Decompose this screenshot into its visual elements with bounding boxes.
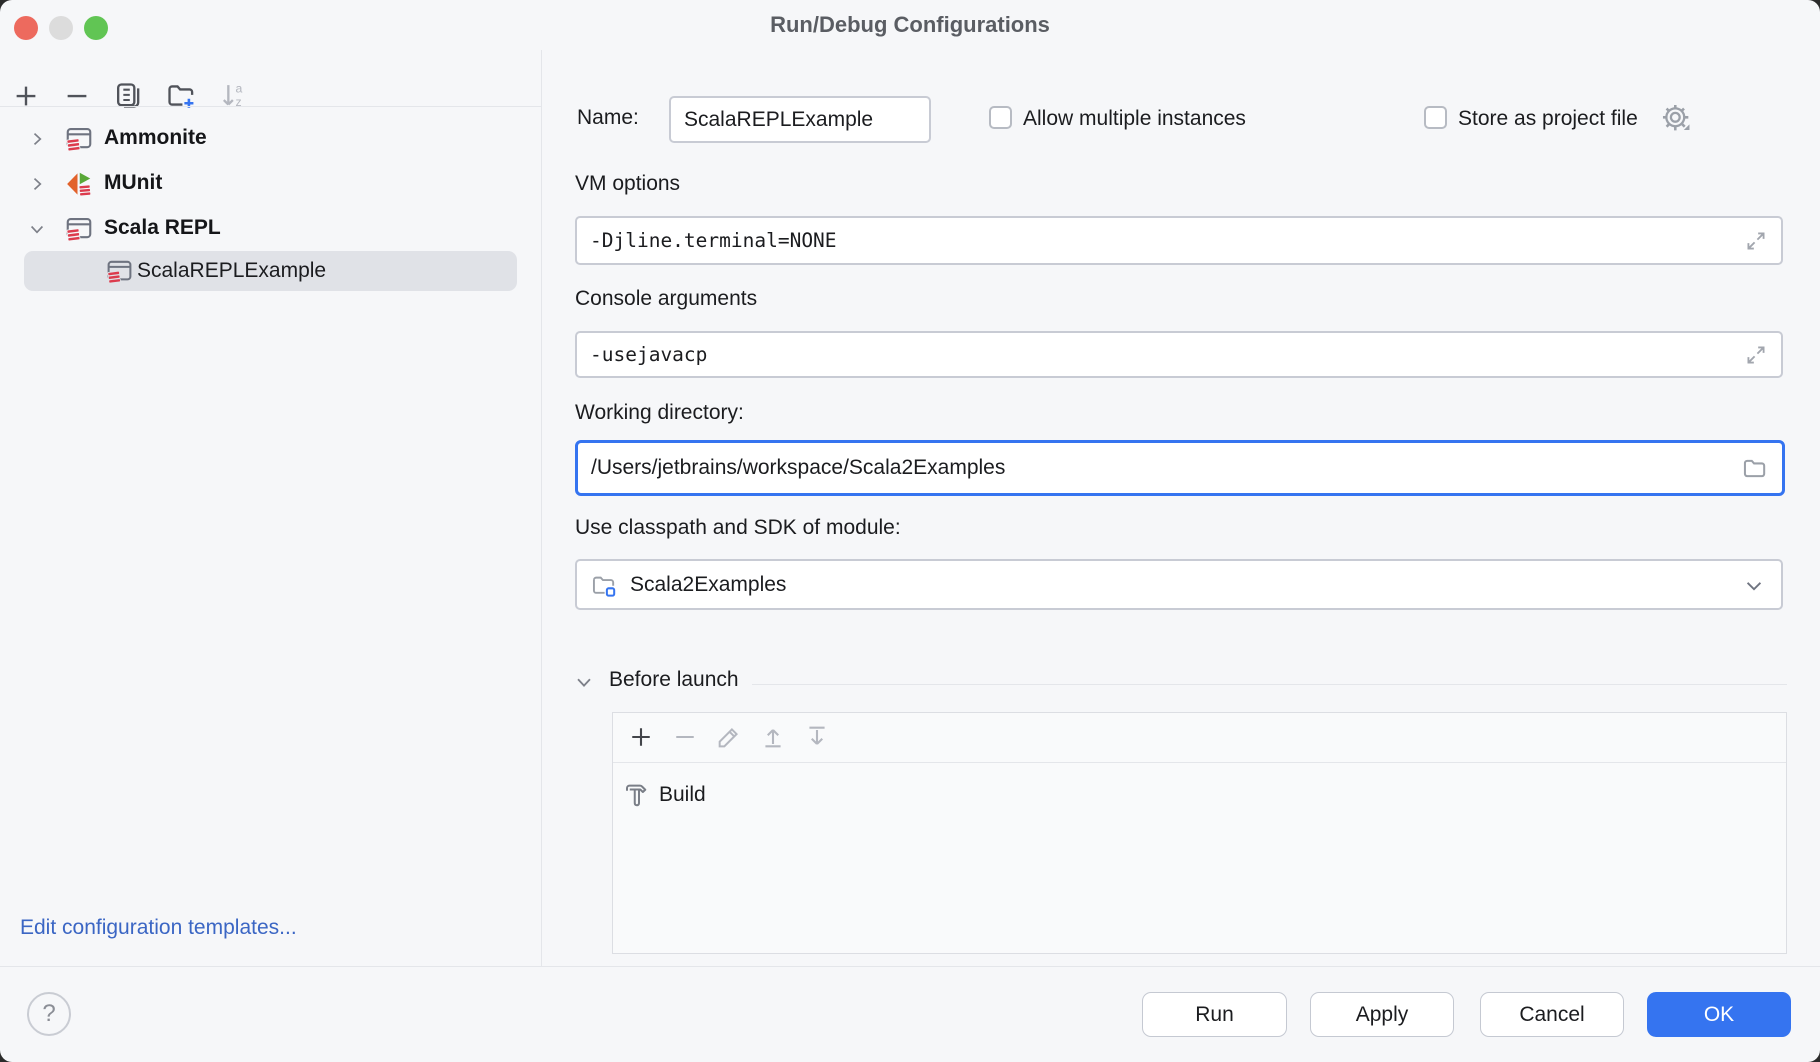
chevron-right-icon [33,177,42,191]
close-button[interactable] [14,16,38,40]
name-field[interactable] [669,96,931,143]
expand-field-icon[interactable] [1743,342,1769,368]
dialog-title: Run/Debug Configurations [770,12,1050,37]
move-down-icon [809,726,825,745]
chevron-down-icon [577,678,591,688]
hammer-icon [626,784,647,807]
scala-repl-icon [107,260,132,284]
allow-multiple-instances-label[interactable]: Allow multiple instances [1023,107,1246,130]
scala-repl-icon [66,127,92,152]
before-launch-add-button[interactable] [627,723,655,751]
run-button[interactable]: Run [1142,992,1287,1037]
sort-configurations-button[interactable]: a z [218,80,249,111]
help-question-icon: ? [42,1000,56,1027]
before-launch-toolbar-divider [613,762,1786,763]
svg-text:z: z [235,95,241,109]
zoom-button[interactable] [84,16,108,40]
console-arguments-field[interactable] [575,331,1783,378]
browse-folder-icon[interactable] [1741,455,1768,482]
minus-icon [676,735,694,739]
chevron-down-icon [1746,582,1762,591]
scala-repl-icon [66,217,92,242]
edit-configuration-templates-link[interactable]: Edit configuration templates... [20,916,297,939]
plus-icon [16,86,36,106]
copy-icon [117,83,140,108]
dropdown-triangle [1683,124,1690,131]
store-as-project-file-checkbox[interactable] [1424,106,1447,129]
before-launch-task-label: Build [659,783,706,806]
before-launch-remove-button[interactable] [671,723,699,751]
ok-button[interactable]: OK [1647,992,1791,1037]
minimize-button[interactable] [49,16,73,40]
before-launch-label[interactable]: Before launch [609,668,739,691]
plus-icon [632,728,650,746]
gear-icon [1662,104,1690,131]
tree-item-scala-repl[interactable]: Scala REPL [0,209,541,249]
tree-item-label: Scala REPL [104,216,221,239]
tree-item-label: MUnit [104,171,163,194]
cancel-button[interactable]: Cancel [1480,992,1624,1037]
help-button[interactable]: ? [27,992,71,1036]
apply-button[interactable]: Apply [1310,992,1454,1037]
vm-options-label: VM options [575,172,681,195]
minus-icon [67,94,87,98]
remove-configuration-button[interactable] [62,81,92,111]
move-up-icon [765,729,781,748]
working-directory-label: Working directory: [575,401,744,424]
before-launch-edit-button[interactable] [715,723,743,751]
chevron-down-icon [30,225,44,234]
allow-multiple-instances-checkbox[interactable] [989,106,1012,129]
munit-icon [67,172,91,196]
console-arguments-input[interactable] [577,333,1781,376]
working-directory-field[interactable] [575,440,1785,496]
tree-item-munit[interactable]: MUnit [0,164,541,204]
pencil-icon [718,728,738,748]
tree-item-scalareplexample-selected[interactable]: ScalaREPLExample [24,251,517,291]
sidebar-toolbar-divider [0,106,541,107]
module-classpath-label: Use classpath and SDK of module: [575,516,901,539]
vm-options-input[interactable] [577,218,1781,263]
name-label: Name: [577,106,639,129]
footer-divider [0,966,1820,967]
chevron-right-icon [33,132,42,146]
sort-alpha-icon: a z [222,81,242,109]
working-directory-input[interactable] [578,443,1782,493]
copy-configuration-button[interactable] [113,80,144,111]
name-input[interactable] [671,98,929,141]
module-select-value: Scala2Examples [630,573,787,596]
tree-item-ammonite[interactable]: Ammonite [0,119,541,159]
sidebar-divider [541,50,542,966]
tree-item-label: Ammonite [104,126,207,149]
before-launch-move-up-button[interactable] [759,723,787,751]
console-arguments-label: Console arguments [575,287,758,310]
module-icon [592,576,616,597]
vm-options-field[interactable] [575,216,1783,265]
tree-item-label: ScalaREPLExample [137,259,327,282]
store-as-project-file-label[interactable]: Store as project file [1458,107,1638,130]
store-settings-gear-button[interactable] [1659,101,1693,135]
before-launch-task-row[interactable]: Build [613,776,1786,816]
add-configuration-button[interactable] [11,81,41,111]
before-launch-move-down-button[interactable] [803,723,831,751]
before-launch-rule [752,684,1787,685]
svg-text:a: a [235,81,242,95]
before-launch-collapse-toggle[interactable] [573,671,595,693]
module-select[interactable]: Scala2Examples [575,559,1783,610]
expand-field-icon[interactable] [1743,228,1769,254]
before-launch-panel [612,712,1787,954]
